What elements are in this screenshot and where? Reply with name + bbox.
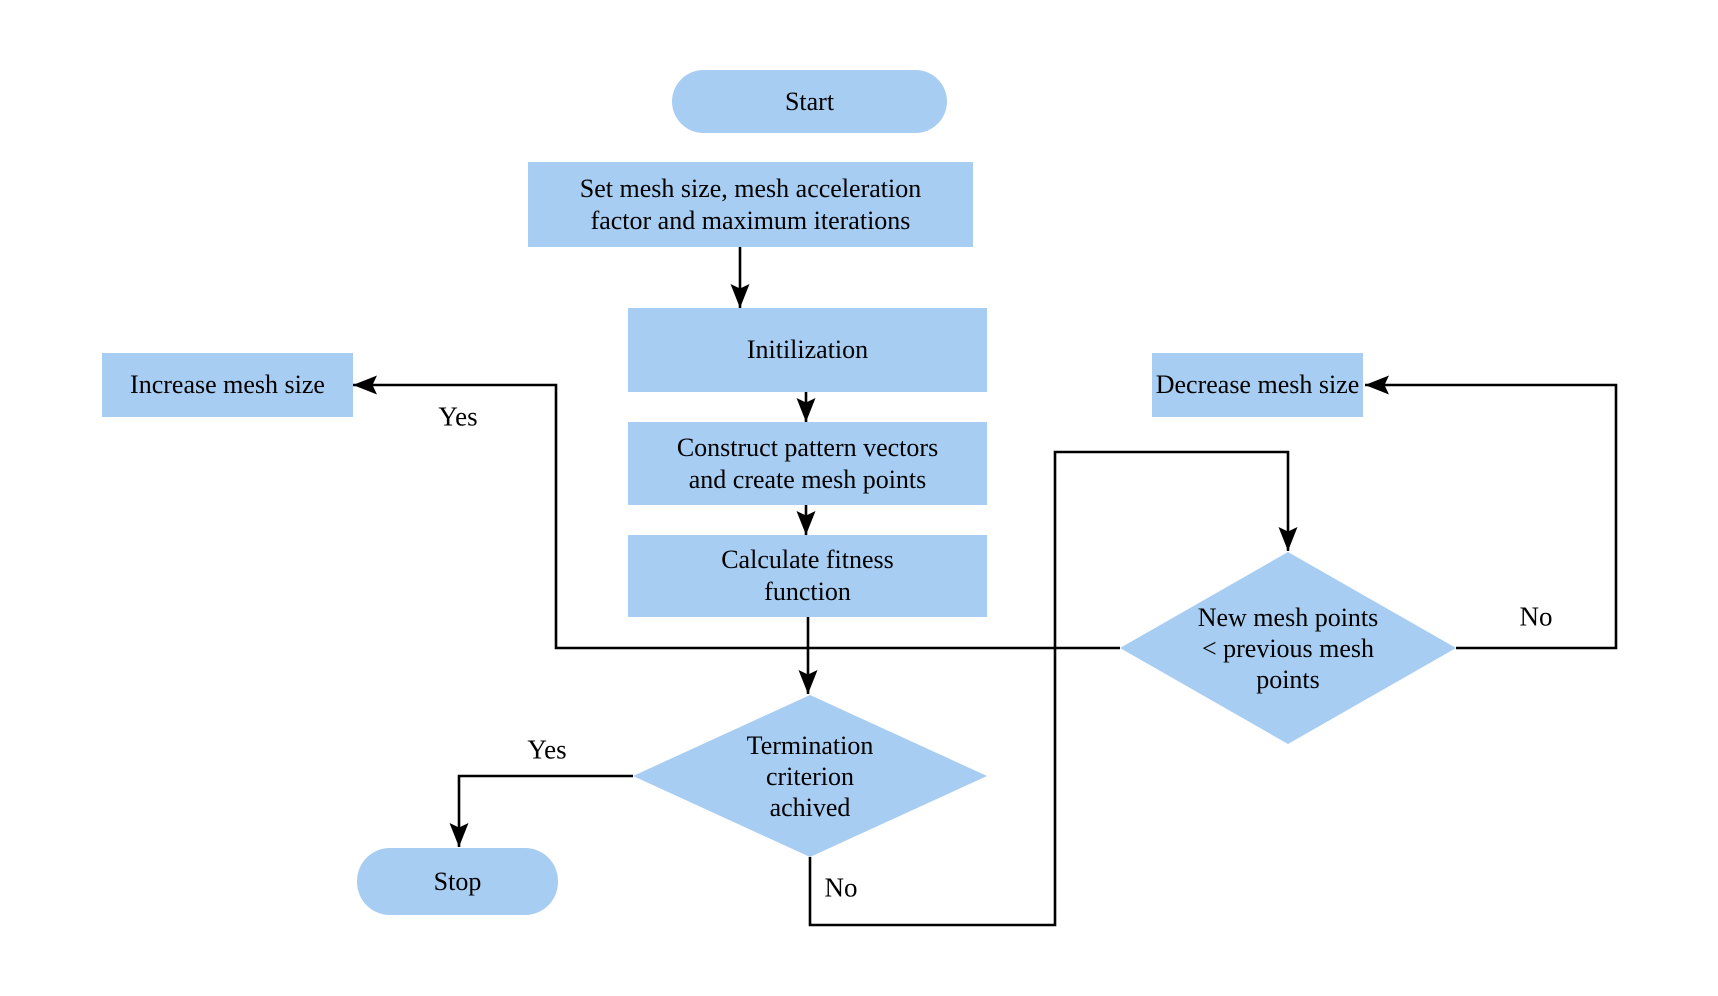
node-termination-line3: achived: [769, 792, 851, 822]
node-calculate-fitness: Calculate fitness function: [628, 535, 987, 617]
node-start: Start: [672, 70, 947, 133]
edge-termination-yes-to-stop: [449, 774, 633, 847]
node-new-mesh-line3: points: [1256, 664, 1320, 694]
label-termination-no: No: [824, 872, 858, 903]
node-new-mesh-line1: New mesh points: [1197, 602, 1379, 632]
node-construct-pattern: Construct pattern vectors and create mes…: [628, 422, 987, 505]
node-new-mesh-line2: < previous mesh: [1201, 633, 1375, 663]
node-initialization-label: Initilization: [746, 335, 869, 364]
label-new-mesh-no: No: [1519, 601, 1553, 632]
node-calculate-line1: Calculate fitness: [721, 545, 894, 574]
node-set-mesh-line1: Set mesh size, mesh acceleration: [579, 173, 922, 203]
node-set-mesh: Set mesh size, mesh acceleration factor …: [528, 162, 973, 247]
node-initialization: Initilization: [628, 308, 987, 392]
label-termination-yes: Yes: [527, 734, 567, 765]
node-construct-line1: Construct pattern vectors: [676, 432, 939, 462]
node-construct-line2: and create mesh points: [688, 464, 927, 494]
edge-newmesh-yes-to-increase: [353, 375, 1120, 650]
node-set-mesh-line2: factor and maximum iterations: [590, 205, 911, 235]
node-calculate-line2: function: [764, 577, 851, 606]
node-stop: Stop: [357, 848, 558, 915]
node-increase-mesh-label: Increase mesh size: [130, 370, 325, 399]
node-increase-mesh: Increase mesh size: [102, 353, 353, 417]
node-start-label: Start: [784, 86, 835, 116]
node-decrease-mesh: Decrease mesh size: [1152, 353, 1363, 417]
label-new-mesh-yes: Yes: [438, 401, 478, 432]
edge-termination-no-to-newmesh: [808, 450, 1298, 927]
edge-newmesh-no-to-decrease: [1365, 375, 1618, 650]
node-stop-label: Stop: [433, 866, 482, 896]
node-decrease-mesh-label: Decrease mesh size: [1155, 370, 1360, 399]
node-termination-line2: criterion: [765, 761, 855, 791]
node-termination-line1: Termination: [746, 730, 874, 760]
